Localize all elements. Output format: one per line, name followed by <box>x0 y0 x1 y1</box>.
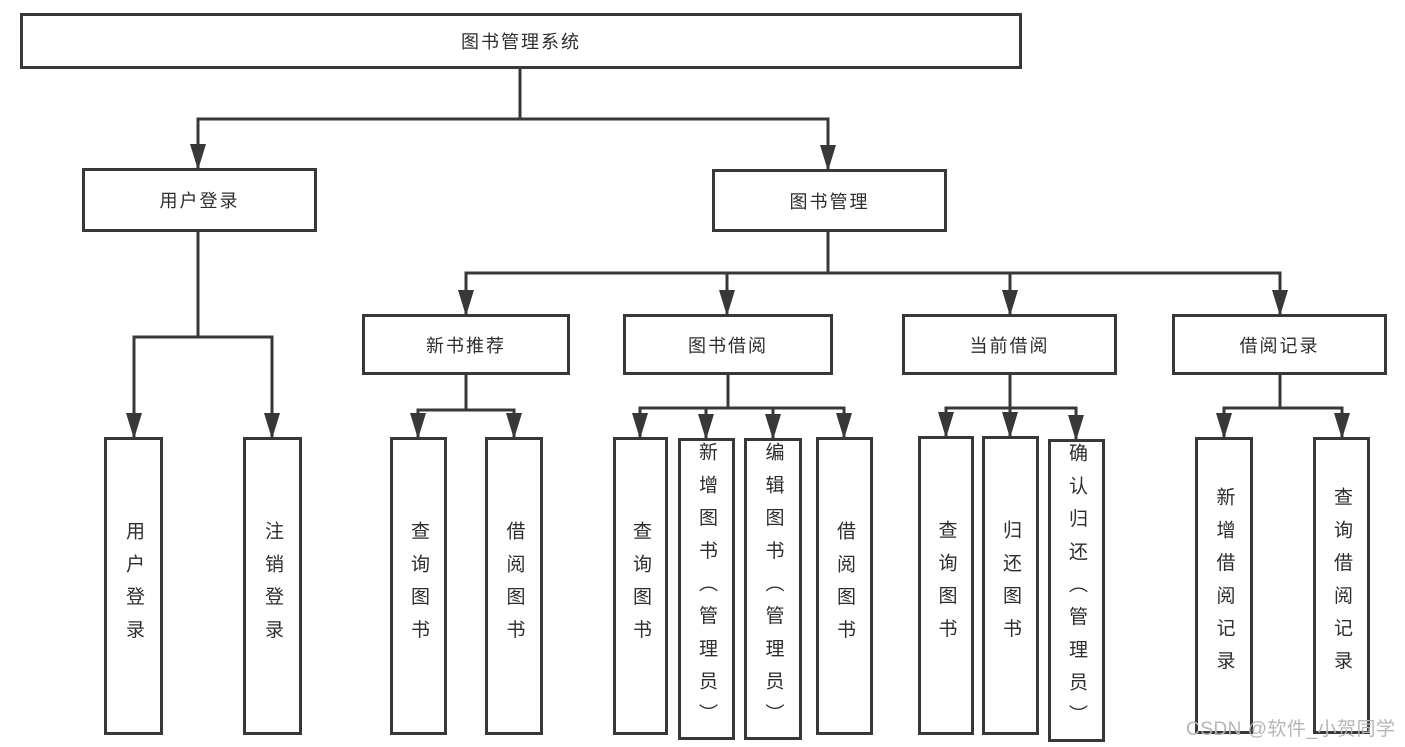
leaf-label: 查询借阅记录 <box>1331 487 1352 684</box>
leaf-query-books-borrow: 查询图书 <box>613 437 668 735</box>
leaf-confirm-return-admin: 确认归还（管理员） <box>1048 439 1105 742</box>
node-label: 用户登录 <box>159 191 240 211</box>
leaf-label: 查询图书 <box>935 520 957 651</box>
node-label: 图书管理 <box>789 191 870 212</box>
leaf-edit-books-admin: 编辑图书（管理员） <box>744 438 802 740</box>
node-label: 借阅记录 <box>1239 335 1320 356</box>
leaf-add-books-admin: 新增图书（管理员） <box>678 438 735 740</box>
leaf-label: 注销登录 <box>262 520 283 652</box>
leaf-label: 新增图书（管理员） <box>696 441 717 737</box>
leaf-label: 借阅图书 <box>834 520 855 652</box>
node-library-management-system: 图书管理系统 <box>20 13 1022 69</box>
node-borrowing-records: 借阅记录 <box>1172 314 1387 375</box>
leaf-label: 确认归还（管理员） <box>1066 443 1087 738</box>
leaf-query-books-current: 查询图书 <box>918 436 974 735</box>
csdn-watermark: CSDN @软件_小贺同学 <box>1186 719 1396 740</box>
node-book-management: 图书管理 <box>712 169 947 232</box>
node-label: 图书管理系统 <box>461 32 581 52</box>
leaf-label: 新增借阅记录 <box>1213 487 1235 684</box>
leaf-query-books-recommend: 查询图书 <box>390 437 447 735</box>
leaf-label: 用户登录 <box>123 520 144 652</box>
leaf-borrow-books: 借阅图书 <box>816 437 873 735</box>
node-book-borrowing: 图书借阅 <box>623 314 833 375</box>
leaf-return-books: 归还图书 <box>982 436 1039 735</box>
leaf-label: 归还图书 <box>1000 520 1021 651</box>
node-label: 图书借阅 <box>688 335 768 356</box>
leaf-borrow-books-recommend: 借阅图书 <box>485 437 543 735</box>
leaf-label: 查询图书 <box>630 520 651 652</box>
node-current-borrowing: 当前借阅 <box>902 314 1117 375</box>
leaf-label: 查询图书 <box>408 520 429 652</box>
leaf-query-borrow-record: 查询借阅记录 <box>1313 437 1370 734</box>
node-label: 当前借阅 <box>969 335 1050 356</box>
node-label: 新书推荐 <box>426 335 506 356</box>
node-user-login: 用户登录 <box>82 168 317 232</box>
leaf-label: 编辑图书（管理员） <box>762 441 784 737</box>
node-new-book-recommendation: 新书推荐 <box>362 314 570 375</box>
leaf-label: 借阅图书 <box>503 520 525 652</box>
leaf-user-login: 用户登录 <box>104 437 163 735</box>
leaf-logout: 注销登录 <box>243 437 302 735</box>
leaf-add-borrow-record: 新增借阅记录 <box>1195 437 1253 734</box>
